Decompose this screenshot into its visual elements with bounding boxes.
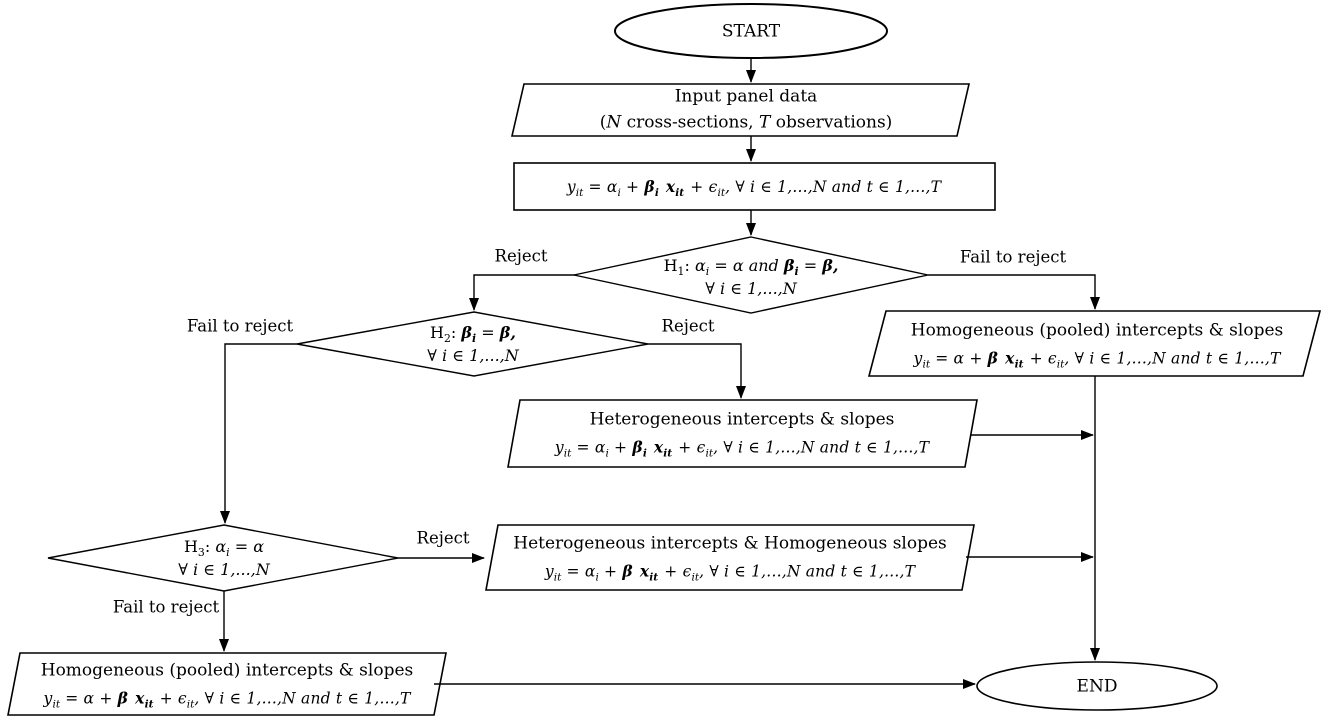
connector-h2-fail-h3 xyxy=(220,343,297,524)
model-equation-rect xyxy=(513,162,996,211)
heterogeneous-node: Heterogeneous intercepts & slopes yit = … xyxy=(555,405,929,460)
input-line2: (N cross-sections, T observations) xyxy=(599,112,893,132)
h1-condition: H1: αi = α and βi = β, xyxy=(663,255,839,278)
end-node-label: END xyxy=(1076,676,1118,697)
edge-label-h2-reject: Reject xyxy=(661,316,715,336)
edge-label-h3-reject: Reject xyxy=(416,528,470,548)
pooled-bottom-parallelogram xyxy=(7,652,447,716)
edge-label-h3-fail: Fail to reject xyxy=(112,597,220,617)
h2-diamond xyxy=(296,311,649,377)
connector-h1-fail-pooled xyxy=(928,274,1100,310)
h2-condition: H2: βi = β, xyxy=(430,322,516,345)
pooled-right-node: Homogeneous (pooled) intercepts & slopes… xyxy=(911,316,1284,371)
edge-label-h1-reject: Reject xyxy=(494,246,548,266)
h1-decision-label: H1: αi = α and βi = β, ∀ i ∈ 1,...,N xyxy=(664,254,839,300)
connector-h2-reject-hetero xyxy=(648,343,746,399)
start-node-label: START xyxy=(721,21,781,42)
pooled-bottom-title: Homogeneous (pooled) intercepts & slopes xyxy=(40,660,414,681)
end-ellipse xyxy=(976,661,1218,711)
h3-quantifier: ∀ i ∈ 1,...,N xyxy=(178,560,270,579)
input-line1: Input panel data xyxy=(674,86,818,107)
heterogeneous-parallelogram xyxy=(507,399,978,468)
h2-decision-label: H2: βi = β, ∀ i ∈ 1,...,N xyxy=(427,321,518,367)
hetero-homog-node: Heterogeneous intercepts & Homogeneous s… xyxy=(513,529,947,584)
hetero-homog-parallelogram xyxy=(485,524,975,591)
h1-diamond xyxy=(573,236,929,314)
hetero-homog-title: Heterogeneous intercepts & Homogeneous s… xyxy=(513,533,947,554)
h3-decision-label: H3: αi = α ∀ i ∈ 1,...,N xyxy=(178,535,269,581)
input-node-label: Input panel data (N cross-sections, T ob… xyxy=(600,85,893,136)
input-parallelogram xyxy=(510,83,971,137)
h3-condition: H3: αi = α xyxy=(183,536,265,559)
h2-quantifier: ∀ i ∈ 1,...,N xyxy=(427,346,519,365)
connector-h1-reject-h2 xyxy=(469,274,575,311)
edge-label-h2-fail: Fail to reject xyxy=(186,316,294,336)
pooled-right-title: Homogeneous (pooled) intercepts & slopes xyxy=(910,320,1284,341)
pooled-bottom-node: Homogeneous (pooled) intercepts & slopes… xyxy=(41,656,414,711)
h1-quantifier: ∀ i ∈ 1,...,N xyxy=(705,279,797,298)
heterogeneous-title: Heterogeneous intercepts & slopes xyxy=(589,409,895,430)
edge-label-h1-fail: Fail to reject xyxy=(959,247,1067,267)
pooled-right-parallelogram xyxy=(867,310,1322,377)
